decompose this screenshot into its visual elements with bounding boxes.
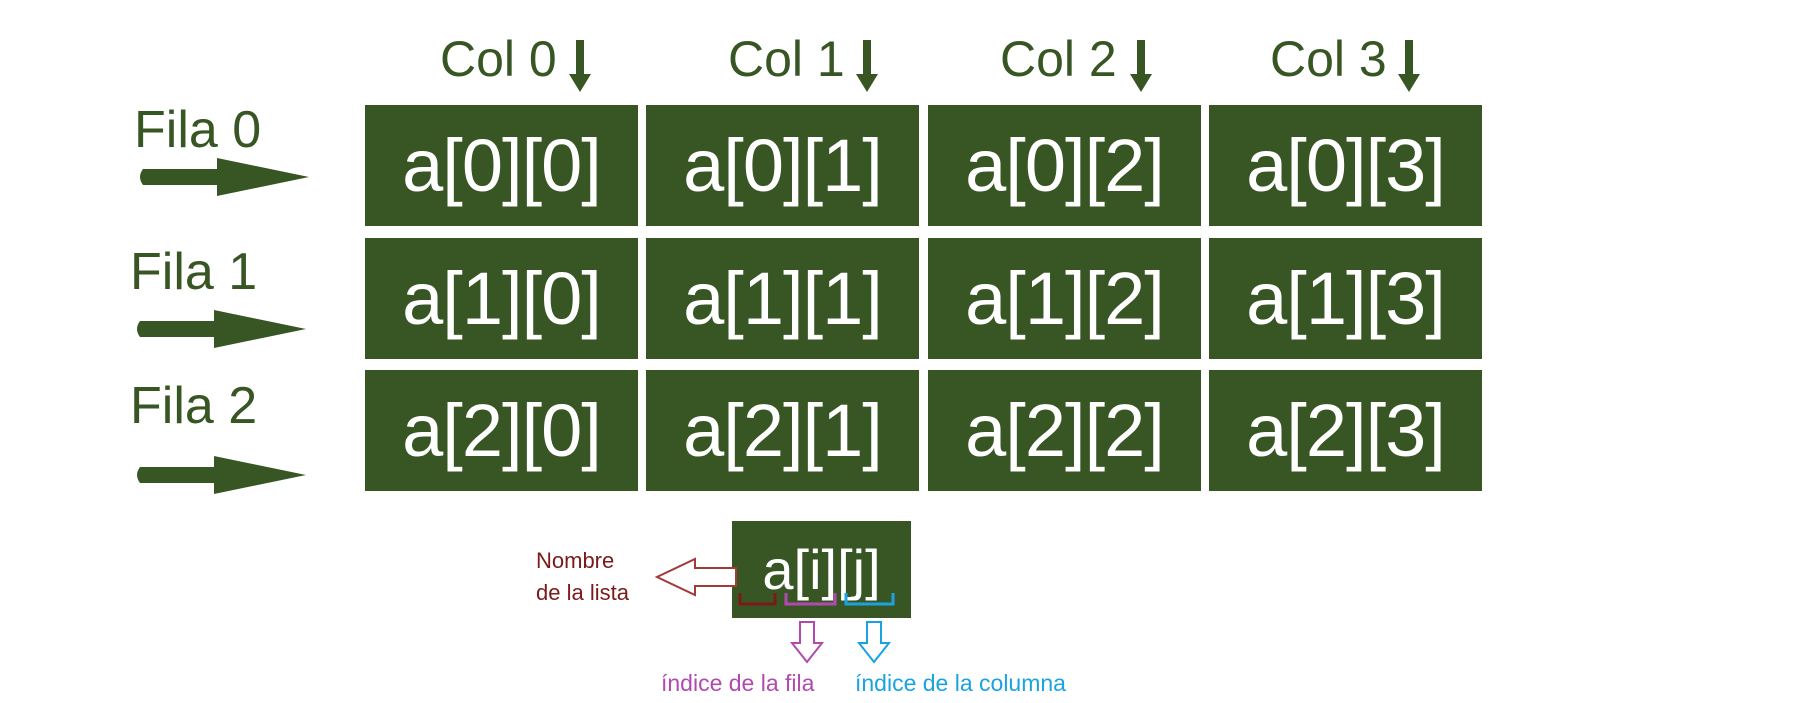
row-label-2: Fila 2	[130, 377, 258, 435]
index-brackets	[738, 593, 895, 606]
cell-1-0: a[1][0]	[365, 238, 638, 359]
cell-2-2: a[2][2]	[928, 370, 1201, 491]
down-arrow-icon	[856, 40, 878, 92]
column-header-1: Col 1	[728, 31, 845, 87]
column-header-3: Col 3	[1270, 31, 1387, 87]
row-index-down-arrow-icon	[789, 621, 825, 664]
list-name-label: Nombre de la lista	[536, 548, 629, 605]
column-header-2: Col 2	[1000, 31, 1117, 87]
column-header-0: Col 0	[440, 31, 557, 87]
left-arrow-icon	[654, 557, 737, 597]
down-arrow-icon	[1398, 40, 1420, 92]
cell-2-0: a[2][0]	[365, 370, 638, 491]
cell-2-1: a[2][1]	[646, 370, 919, 491]
cell-0-3: a[0][3]	[1209, 105, 1482, 226]
cell-1-2: a[1][2]	[928, 238, 1201, 359]
name-bracket	[738, 593, 777, 606]
down-arrow-icon	[1130, 40, 1152, 92]
row-index-bracket	[784, 593, 837, 606]
cell-0-0: a[0][0]	[365, 105, 638, 226]
row-label-1: Fila 1	[130, 243, 258, 301]
down-arrow-icon	[569, 40, 591, 92]
col-index-bracket	[844, 593, 895, 606]
cell-0-1: a[0][1]	[646, 105, 919, 226]
col-index-label: índice de la columna	[855, 670, 1066, 696]
col-index-down-arrow-icon	[856, 621, 892, 664]
row-label-0: Fila 0	[134, 101, 262, 159]
row-index-label: índice de la fila	[661, 670, 815, 696]
cell-1-3: a[1][3]	[1209, 238, 1482, 359]
cell-1-1: a[1][1]	[646, 238, 919, 359]
example-expression-box: a[i][j]	[732, 521, 911, 618]
right-arrow-icon	[140, 158, 309, 196]
right-arrow-icon	[137, 456, 306, 494]
right-arrow-icon	[137, 310, 306, 348]
cell-2-3: a[2][3]	[1209, 370, 1482, 491]
cell-0-2: a[0][2]	[928, 105, 1201, 226]
